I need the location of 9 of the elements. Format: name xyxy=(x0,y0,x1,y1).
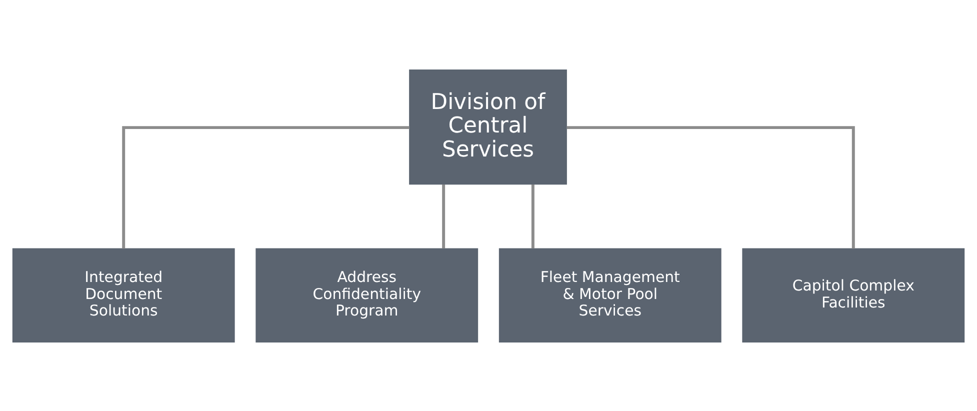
node-box: Division of Central Services xyxy=(409,68,567,184)
node-box: Integrated Document Solutions xyxy=(12,248,235,342)
node-box: Capitol Complex Facilities xyxy=(742,248,965,342)
connector xyxy=(122,126,410,248)
connector xyxy=(531,184,534,248)
connector xyxy=(442,184,446,248)
node-box: Fleet Management & Motor Pool Services xyxy=(498,248,722,342)
node-box: Address Confidentiality Program xyxy=(256,248,478,342)
connector xyxy=(566,126,855,248)
